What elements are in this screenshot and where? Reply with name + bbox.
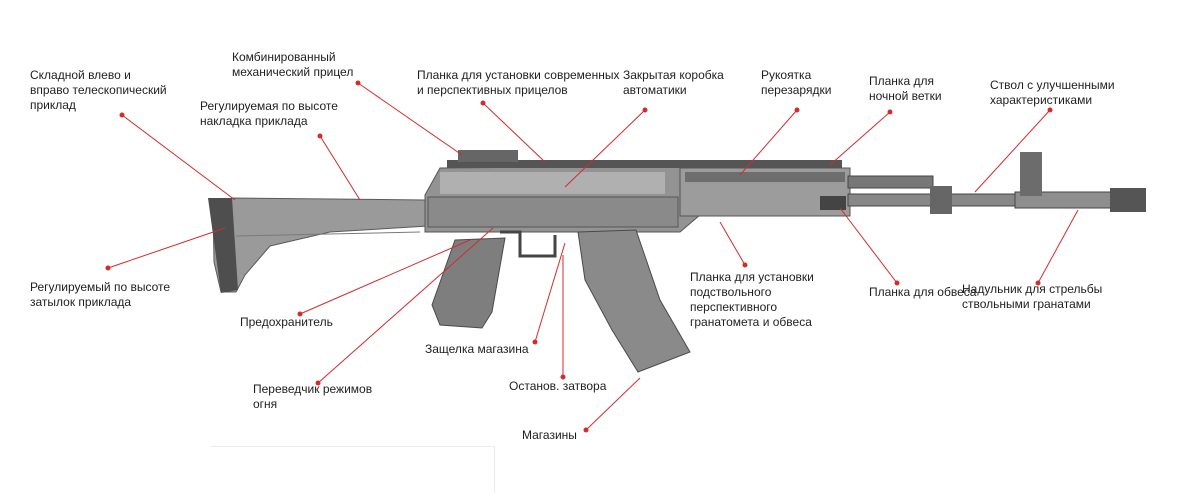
rifle-magazine xyxy=(577,229,691,373)
label-barrel: Ствол с улучшенными характеристиками xyxy=(990,78,1115,107)
label-gl-rail: Планка для установки подствольного персп… xyxy=(690,270,814,329)
label-safety: Предохранитель xyxy=(240,315,333,329)
label-butt-plate: Регулируемый по высоте затылок приклада xyxy=(30,280,171,309)
label-magazines: Магазины xyxy=(522,428,577,442)
label-cheek-rest: Регулируемая по высоте накладка приклада xyxy=(200,99,338,128)
leader-lines xyxy=(105,80,1079,433)
label-optics-rail: Планка для установки современных и персп… xyxy=(417,68,620,97)
rifle-pistol-grip xyxy=(431,230,557,329)
label-night-rail: Планка для ночной ветки xyxy=(869,74,942,103)
faint-frame xyxy=(211,446,495,493)
rifle-receiver xyxy=(424,150,842,233)
label-mag-catch: Защелка магазина xyxy=(425,342,529,356)
label-folding-stock: Складной влево и вправо телескопический … xyxy=(30,68,167,112)
rifle-barrel xyxy=(847,152,1146,214)
rifle-stock xyxy=(208,197,429,293)
label-fire-selector: Переведчик режимов огня xyxy=(253,382,373,411)
label-muzzle-device: Надульник для стрельбы ствольными гранат… xyxy=(962,282,1103,311)
label-bolt-stop: Останов. затвора xyxy=(509,379,607,393)
rifle-handguard xyxy=(679,167,851,217)
label-combined-sight: Комбинированный механический прицел xyxy=(232,50,354,79)
label-accessory-rail: Планка для обвеса xyxy=(869,285,977,299)
label-charging-handle: Рукоятка перезарядки xyxy=(761,68,832,97)
label-receiver-cover: Закрытая коробка автоматики xyxy=(623,68,724,97)
